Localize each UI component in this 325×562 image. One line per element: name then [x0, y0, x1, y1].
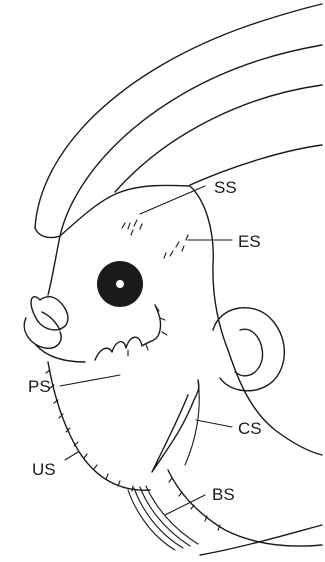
supraocular-spines: [122, 220, 142, 235]
snout-upper-lobe: [31, 297, 68, 330]
head-outline-right: [190, 186, 228, 350]
outer-spine-outline: [35, 4, 322, 228]
outer-spine-tip: [35, 228, 60, 238]
label-es: ES: [238, 232, 261, 251]
middle-spine-outline: [115, 85, 322, 192]
head-outline-front: [48, 236, 60, 295]
lower-head-outline: [48, 362, 150, 490]
ethmoid-spines: [164, 235, 188, 258]
leader-bs: [165, 495, 205, 515]
label-bs: BS: [212, 485, 235, 504]
pectoral-fin-inner: [235, 329, 263, 376]
label-us: US: [32, 460, 56, 479]
head-outline-top: [60, 185, 190, 236]
body-right-curve: [228, 350, 322, 455]
leader-cs: [196, 420, 232, 427]
leader-ps: [60, 375, 120, 386]
leader-ss: [140, 186, 205, 214]
branchiostegal-rays: [128, 486, 198, 550]
middle-spine-inner-edge: [190, 145, 322, 185]
label-cs: CS: [238, 419, 262, 438]
eye-pupil: [116, 280, 124, 288]
pectoral-fin-base: [213, 308, 284, 391]
label-ps: PS: [28, 377, 51, 396]
cleithral-spine: [152, 380, 199, 472]
urohyal-serrations: [46, 370, 133, 491]
preopercle-spines: [128, 305, 167, 356]
outer-spine-inner-edge: [60, 45, 322, 236]
leader-us: [65, 452, 78, 460]
label-ss: SS: [214, 178, 237, 197]
